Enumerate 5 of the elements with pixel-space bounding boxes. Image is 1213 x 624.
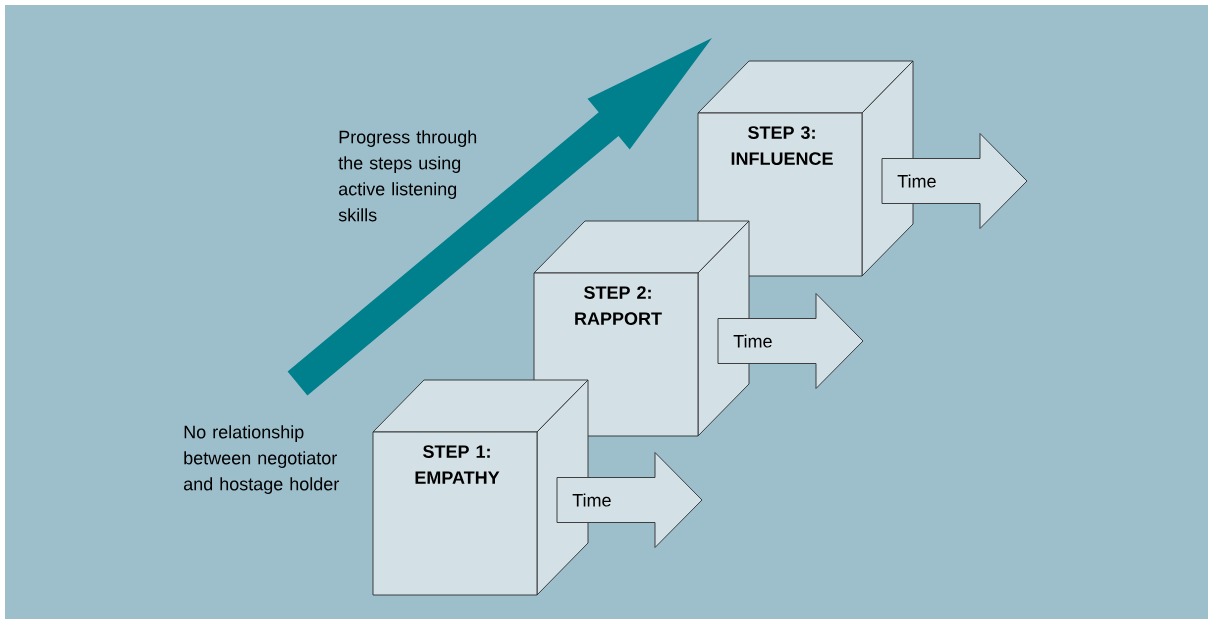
note-text: No relationship between negotiator and hostage holder	[183, 425, 339, 494]
time-arrow	[556, 452, 703, 548]
note-text: Progress through the steps using active listening skills	[338, 130, 477, 222]
time-arrow	[717, 293, 864, 389]
time-arrow	[881, 133, 1028, 229]
